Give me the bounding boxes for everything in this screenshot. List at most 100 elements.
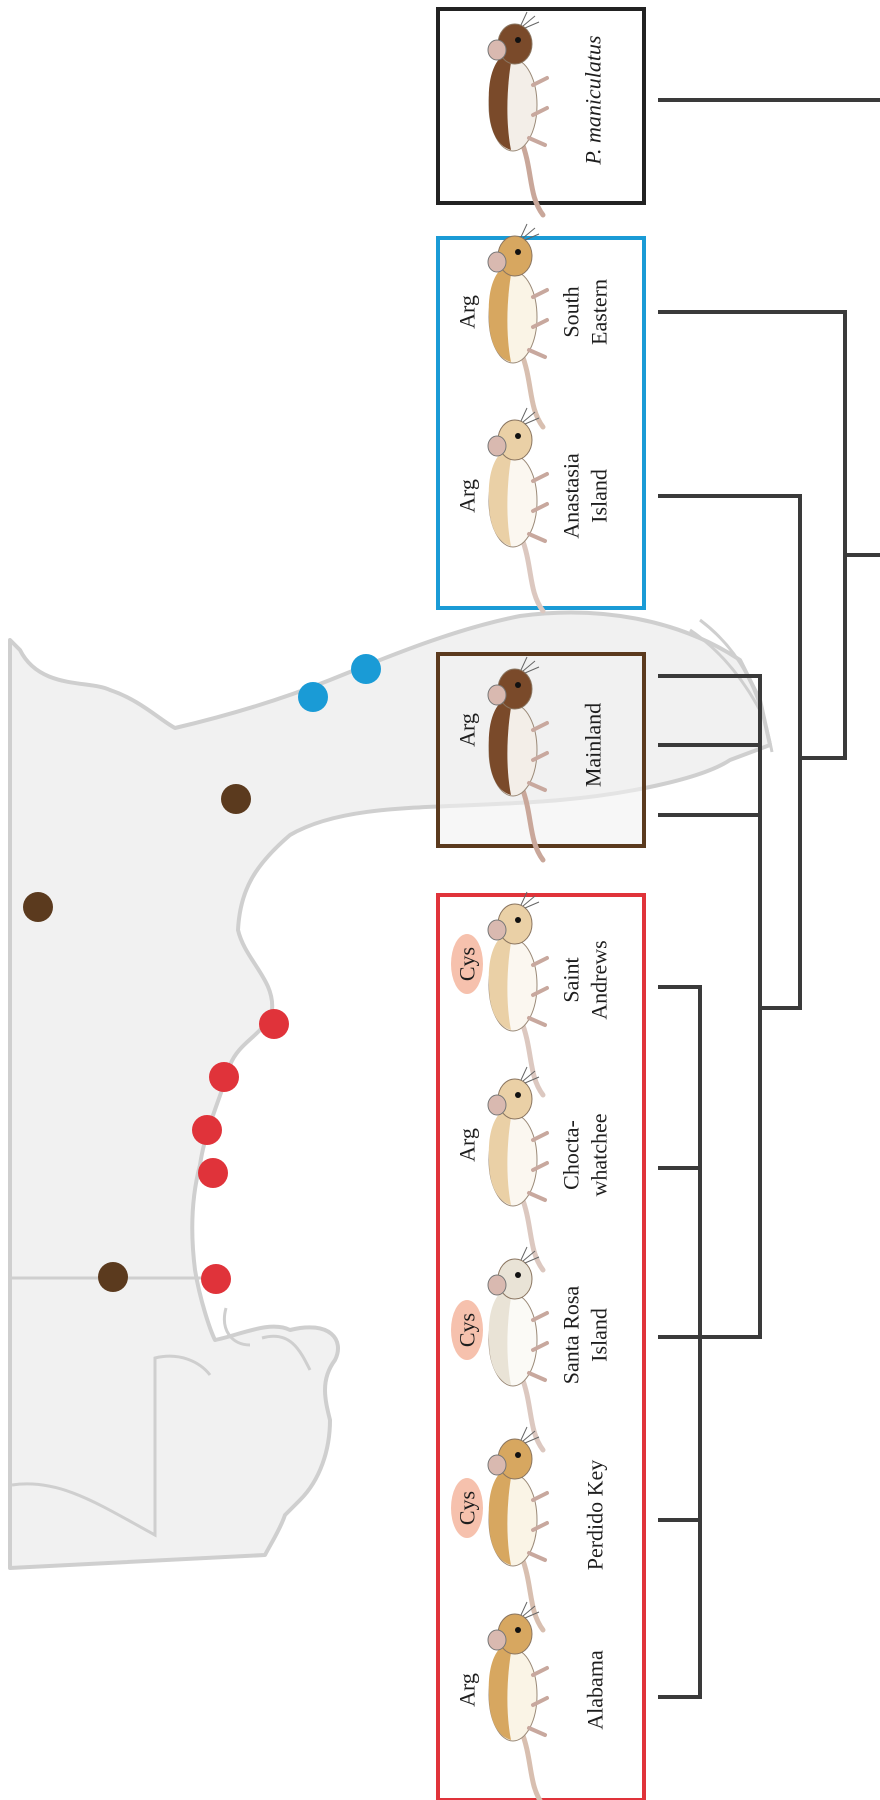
mouse-whiskers — [520, 1426, 540, 1444]
mouse-back — [488, 264, 513, 362]
mouse-tail — [518, 1017, 546, 1098]
mouse-whiskers — [520, 1246, 540, 1264]
taxon-name-line: Santa Rosa — [559, 1286, 584, 1385]
site-dot-gulf — [259, 1009, 289, 1039]
mouse-ear — [487, 919, 507, 941]
mouse-illustration — [487, 407, 549, 614]
mouse-back — [488, 52, 513, 150]
site-dot-southeast — [351, 654, 381, 684]
site-dot-southeast — [298, 682, 328, 712]
mouse-back — [488, 1642, 513, 1740]
mouse-back — [488, 697, 513, 795]
mouse-whiskers — [520, 656, 540, 674]
mouse-feet — [527, 76, 549, 147]
taxon-name-line: Alabama — [583, 1650, 608, 1730]
site-dot-mainland — [98, 1262, 128, 1292]
mouse-tail — [518, 1372, 546, 1453]
state-border — [11, 1354, 212, 1538]
box-gulf — [436, 893, 646, 1800]
land-outline — [8, 610, 772, 1570]
taxon-name-line: Mainland — [581, 703, 606, 787]
site-dot-gulf — [201, 1264, 231, 1294]
mouse-feet — [527, 1311, 549, 1382]
mouse-eye — [515, 1627, 521, 1633]
mouse-illustration — [487, 223, 549, 430]
mouse-whiskers — [520, 891, 540, 909]
taxon-perdido-key: Cys Perdido Key — [451, 1426, 608, 1633]
mouse-back — [488, 448, 513, 546]
mouse-illustration — [487, 1601, 549, 1800]
box-mainland — [436, 652, 646, 848]
mouse-illustration — [487, 1426, 549, 1633]
mouse-eye — [515, 1452, 521, 1458]
mouse-whiskers — [520, 1601, 540, 1619]
taxon-alabama: Arg Alabama — [455, 1601, 608, 1800]
allele-label: Cys — [455, 1313, 480, 1347]
mouse-eye — [515, 682, 521, 688]
taxon-name-line: Anastasia — [559, 453, 584, 539]
florida-map — [8, 610, 774, 1570]
mouse-eye — [515, 249, 521, 255]
allele-label: Arg — [455, 479, 480, 513]
cys-badge — [451, 934, 483, 994]
mouse-eye — [515, 1092, 521, 1098]
mouse-back — [488, 1107, 513, 1205]
taxon-name-line: Eastern — [587, 279, 612, 345]
site-dot-gulf — [209, 1062, 239, 1092]
mouse-feet — [527, 288, 549, 359]
mouse-ear — [487, 1274, 507, 1296]
mouse-feet — [527, 1131, 549, 1202]
allele-label: Arg — [455, 1673, 480, 1707]
mouse-eye — [515, 433, 521, 439]
mouse-feet — [527, 1666, 549, 1737]
site-dot-mainland — [23, 892, 53, 922]
sampling-sites — [23, 654, 381, 1294]
mouse-feet — [527, 1491, 549, 1562]
allele-label: Arg — [455, 1128, 480, 1162]
cys-badge — [451, 1300, 483, 1360]
allele-label: Cys — [455, 1491, 480, 1525]
mouse-tail — [518, 349, 546, 430]
mouse-ear — [487, 1454, 507, 1476]
allele-label: Arg — [455, 713, 480, 747]
mouse-ear — [487, 1094, 507, 1116]
taxon-choctawhatchee: Arg Chocta-whatchee — [455, 1066, 612, 1273]
site-dot-mainland — [221, 784, 251, 814]
mouse-illustration — [487, 11, 549, 218]
site-dot-gulf — [192, 1115, 222, 1145]
mouse-ear — [487, 684, 507, 706]
mouse-whiskers — [520, 11, 540, 29]
taxon-name-line: Saint — [559, 957, 584, 1002]
mouse-tail — [518, 137, 546, 218]
mouse-tail — [518, 1552, 546, 1633]
mouse-tail — [518, 782, 546, 863]
box-outgroup — [436, 7, 646, 205]
site-dot-gulf — [198, 1158, 228, 1188]
taxon-name-line: Island — [587, 469, 612, 523]
mouse-ear — [487, 1629, 507, 1651]
taxon-name-line: South — [559, 286, 584, 337]
mouse-ear — [487, 435, 507, 457]
mouse-back — [488, 932, 513, 1030]
allele-label: Arg — [455, 295, 480, 329]
mouse-eye — [515, 1272, 521, 1278]
taxon-name-line: whatchee — [587, 1113, 612, 1196]
mouse-tail — [518, 1192, 546, 1273]
mouse-illustration — [487, 891, 549, 1098]
mouse-whiskers — [520, 1066, 540, 1084]
mouse-ear — [487, 251, 507, 273]
allele-label: Cys — [455, 947, 480, 981]
mouse-feet — [527, 721, 549, 792]
taxon-name-line: Perdido Key — [583, 1460, 608, 1571]
mouse-illustration — [487, 656, 549, 863]
cys-badge — [451, 1478, 483, 1538]
taxon-name-line: Chocta- — [559, 1120, 584, 1190]
taxon-mainland: Arg Mainland — [455, 656, 606, 863]
coastline-detail — [223, 1307, 312, 1371]
